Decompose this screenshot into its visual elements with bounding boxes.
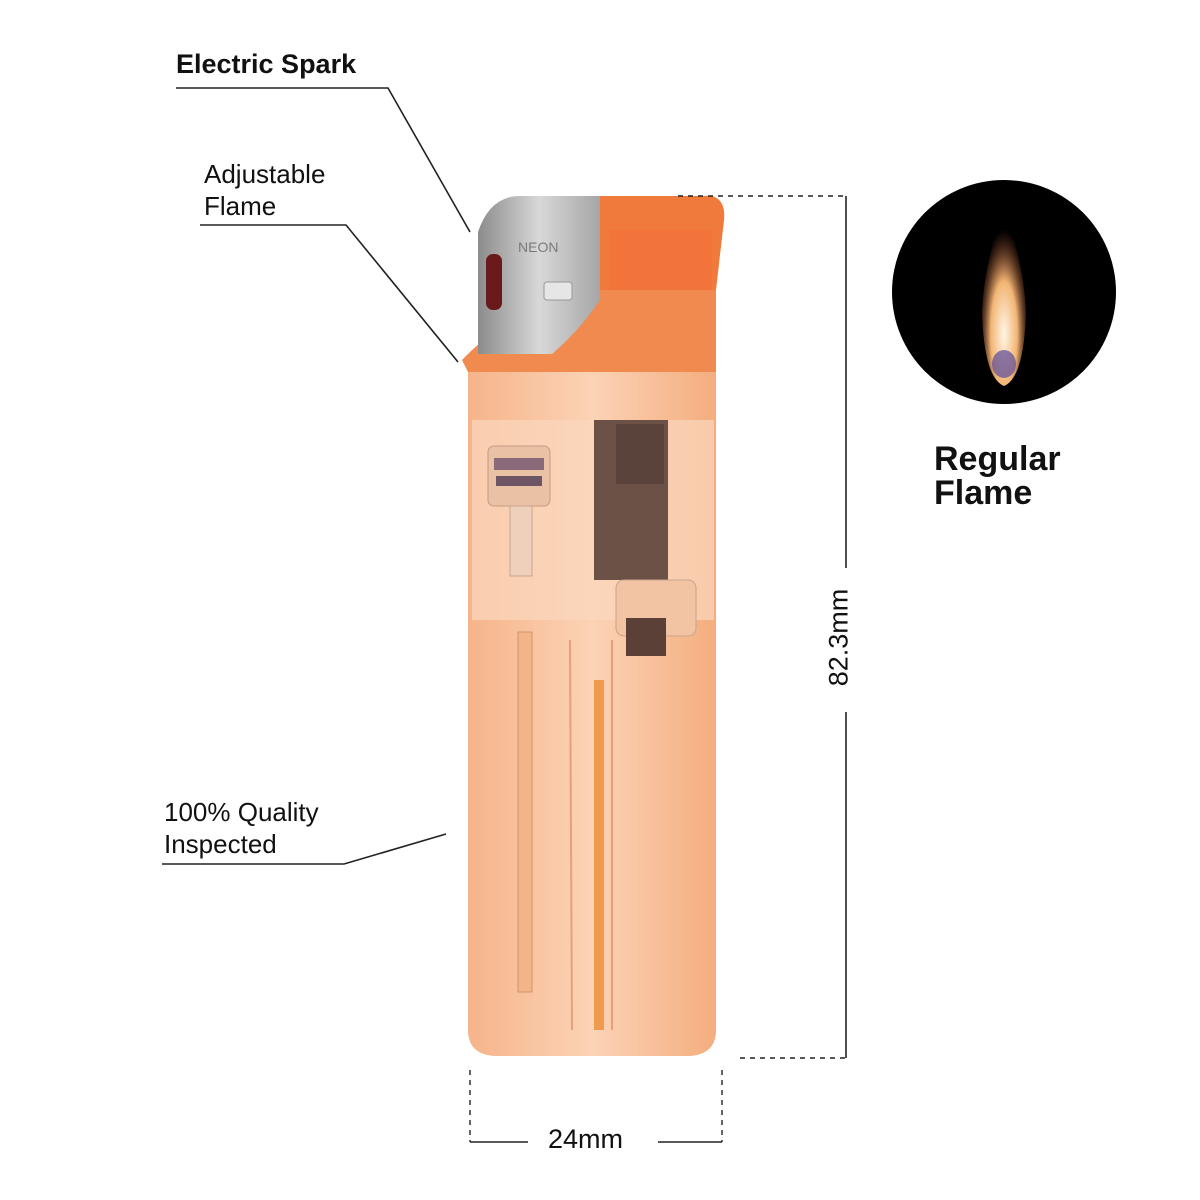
height-dimension-label: 82.3mm [823, 588, 854, 687]
brand-mark: NEON [518, 239, 558, 255]
electric-spark-label: Electric Spark [176, 49, 357, 79]
flame-icon [982, 212, 1026, 386]
quality-leader [162, 833, 447, 865]
adjustable-flame-leader [200, 224, 459, 363]
quality-label: 100% Quality Inspected [164, 797, 319, 859]
regular-flame-label: Regular Flame [934, 440, 1061, 512]
lighter-hood [478, 196, 600, 354]
electric-spark-leader [176, 87, 471, 233]
width-dimension-label: 24mm [548, 1124, 624, 1154]
adjustable-flame-label: Adjustable Flame [204, 159, 326, 221]
